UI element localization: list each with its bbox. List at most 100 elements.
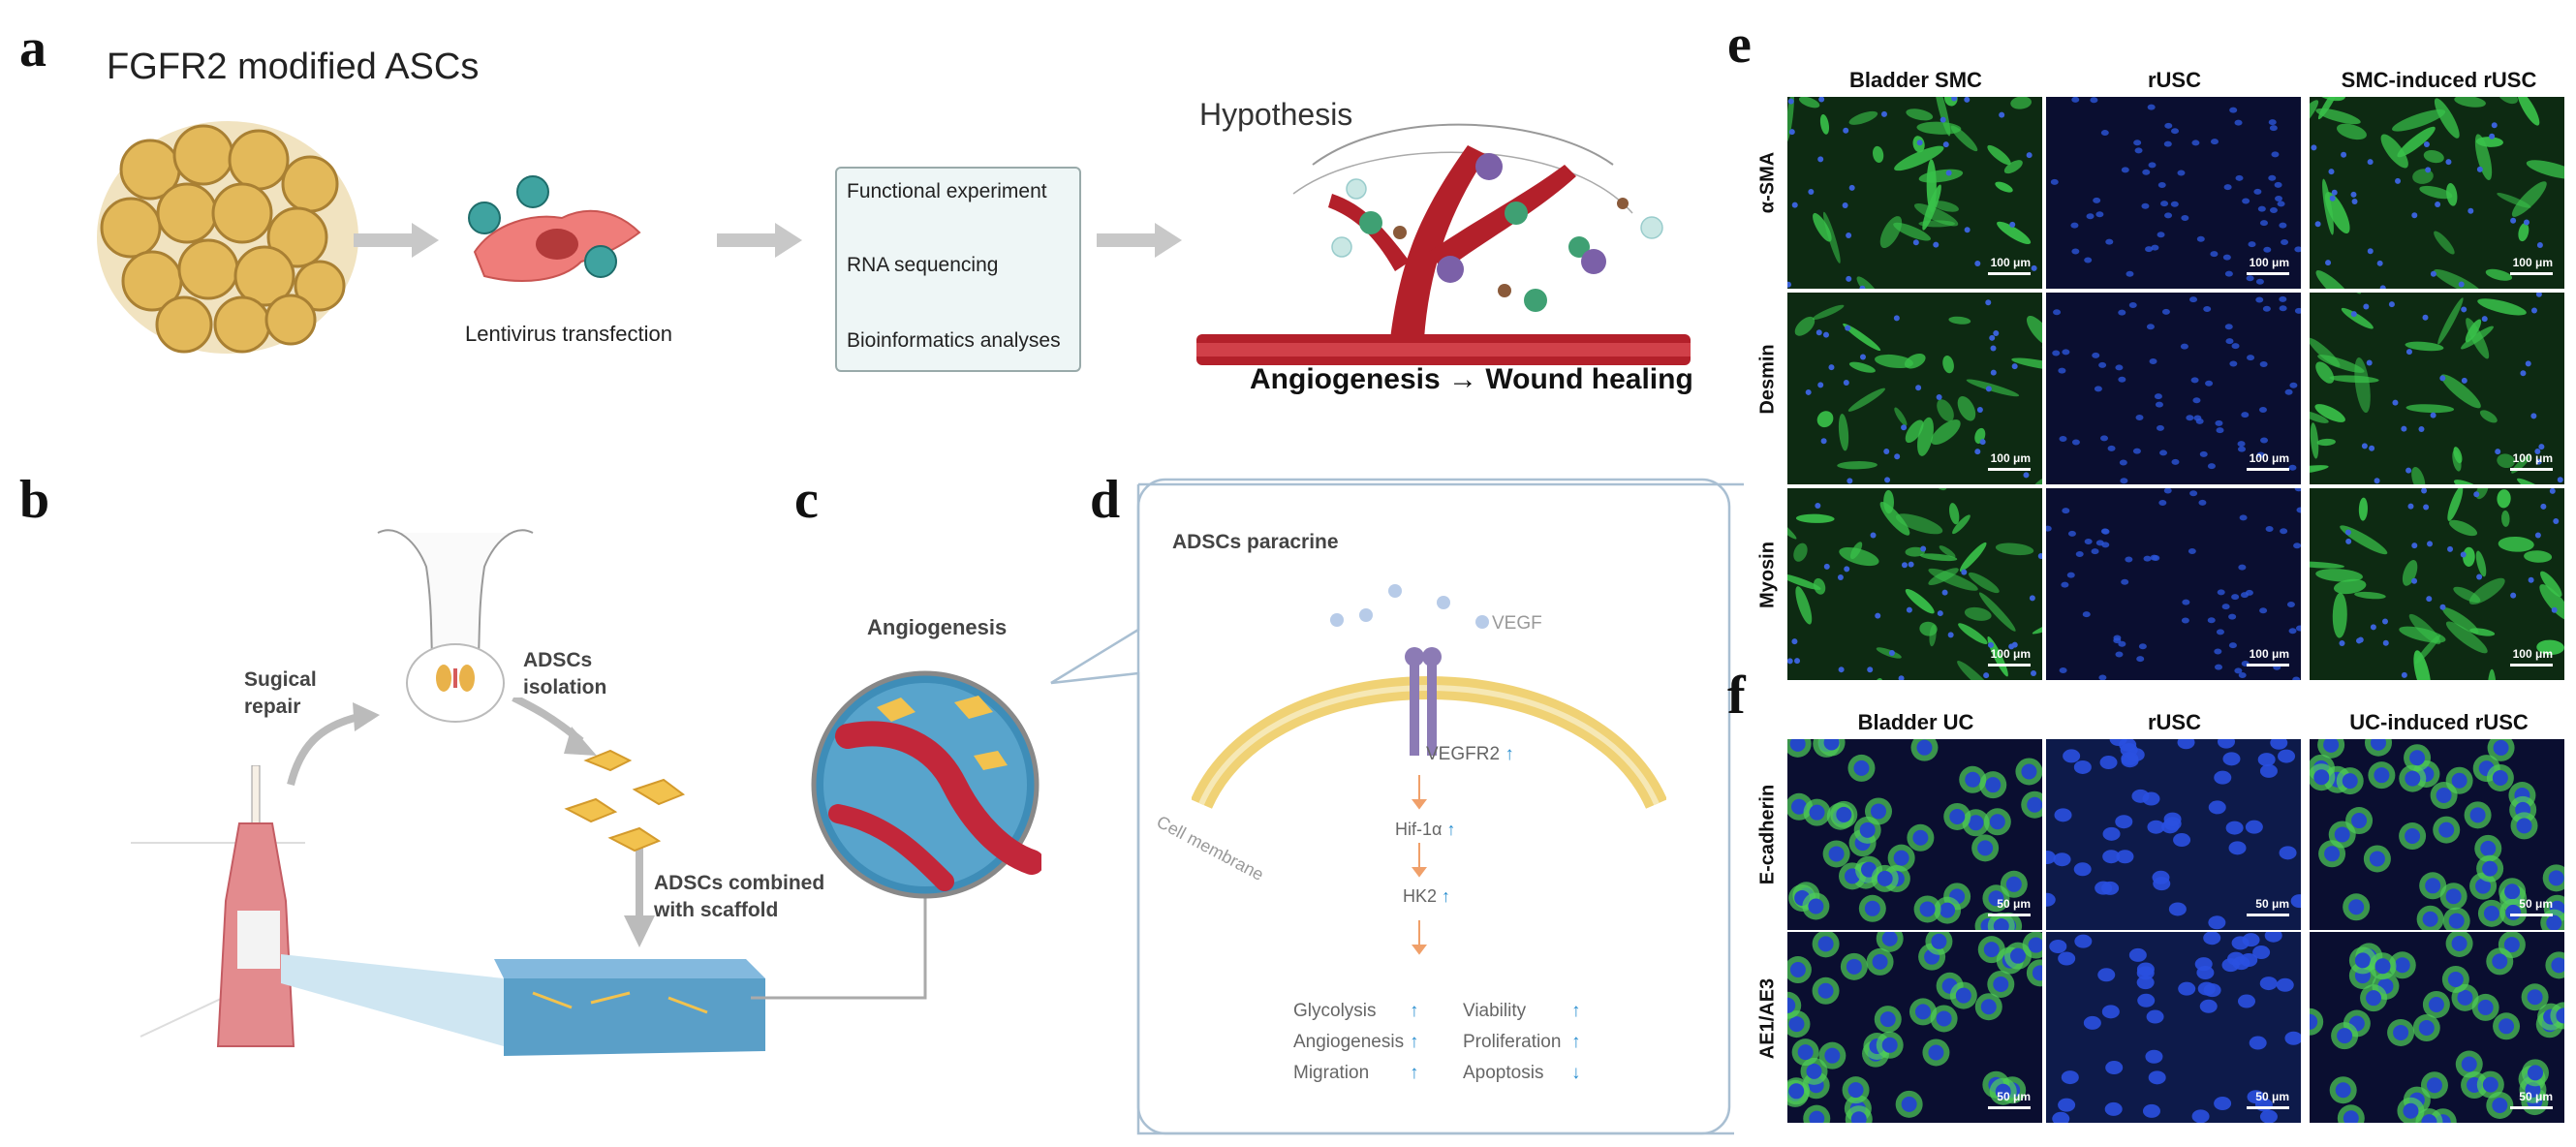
e-row-header-1: α-SMA (1756, 151, 1779, 214)
flow-arrow-1 (354, 223, 439, 258)
e-col-header-2: rUSC (2147, 68, 2201, 92)
panel-b-arrows (287, 698, 655, 947)
micrograph-e-r3-c1: 100 μm (1787, 488, 2042, 680)
scale-bar (2247, 272, 2289, 275)
e-col-header-3: SMC-induced rUSC (2341, 68, 2537, 92)
adipocyte-cluster-illustration (97, 121, 358, 354)
scale-label: 100 μm (2249, 647, 2289, 661)
scale-bar (2510, 664, 2553, 666)
micrograph-e-r1-c1: 100 μm (1787, 97, 2042, 289)
outcome-viability: Viability↑ (1463, 1001, 1581, 1021)
f-col-header-1: Bladder UC (1857, 710, 1974, 734)
scale-bar (2510, 1106, 2553, 1109)
combined-line-2: with scaffold (654, 899, 779, 921)
scale-label: 100 μm (1990, 256, 2031, 269)
scale-label: 50 μm (1997, 1090, 2031, 1103)
vegf-label: VEGF (1492, 613, 1542, 634)
micrograph-e-r2-c1: 100 μm (1787, 293, 2042, 484)
pathway-arrows (1412, 775, 1427, 955)
scale-bar (2510, 914, 2553, 916)
scale-label: 50 μm (1997, 897, 2031, 911)
lentivirus-cell-illustration (468, 175, 641, 282)
right-outcomes: Viability↑ Proliferation↑ Apoptosis↓ (1463, 996, 1581, 1089)
micrograph-e-r2-c2: 100 μm (2046, 293, 2301, 484)
left-outcomes: Glycolysis↑ Angiogenesis↑ Migration↑ (1293, 996, 1419, 1089)
micrograph-e-r3-c3: 100 μm (2310, 488, 2564, 680)
surgical-repair-label: Sugical repair (244, 666, 317, 721)
e-row-header-3: Myosin (1756, 542, 1779, 608)
outcome-migration: Migration↑ (1293, 1063, 1419, 1083)
rat-illustration (377, 529, 534, 723)
micrograph-e-r1-c2: 100 μm (2046, 97, 2301, 289)
hypothesis-label: Hypothesis (1199, 97, 1353, 132)
isolation-line-2: isolation (523, 676, 607, 698)
panel-label-b: b (19, 470, 50, 530)
scale-bar (1988, 664, 2031, 666)
scale-bar (1988, 914, 2031, 916)
hif-label: Hif-1α ↑ (1395, 820, 1455, 840)
surgical-repair-line-1: Sugical (244, 668, 317, 691)
experiment-box: Functional experiment RNA sequencing Bio… (835, 167, 1081, 372)
scale-label: 50 μm (2519, 897, 2553, 911)
wound-scaffold-illustration (131, 765, 306, 1047)
scale-label: 100 μm (1990, 451, 2031, 465)
e-col-header-1: Bladder SMC (1849, 68, 1982, 92)
vegfr2-label: VEGFR2 ↑ (1426, 744, 1514, 765)
scale-label: 100 μm (2249, 451, 2289, 465)
micrograph-e-r2-c3: 100 μm (2310, 293, 2564, 484)
panel-label-c: c (794, 470, 819, 530)
f-col-header-2: rUSC (2147, 710, 2201, 734)
panel-label-d: d (1090, 470, 1121, 530)
micrograph-f-r1-c3: 50 μm (2310, 739, 2564, 930)
scale-bar (1988, 1106, 2031, 1109)
scale-bar (1988, 468, 2031, 471)
micrograph-f-r1-c1: 50 μm (1787, 739, 2042, 930)
vegfr2-text: VEGFR2 (1426, 744, 1501, 764)
f-col-header-3: UC-induced rUSC (2349, 710, 2529, 734)
hk2-label: HK2 ↑ (1403, 886, 1450, 907)
scale-bar (2510, 272, 2553, 275)
panel-label-a: a (19, 18, 47, 78)
outcome-glycolysis: Glycolysis↑ (1293, 1001, 1419, 1021)
panel-c-title: Angiogenesis (867, 615, 1008, 639)
box-item-rna: RNA sequencing (847, 254, 999, 276)
micrograph-f-r2-c1: 50 μm (1787, 932, 2042, 1123)
scaffold-block-illustration (281, 954, 765, 1056)
connector-line (751, 872, 927, 1000)
lentivirus-label: Lentivirus transfection (465, 322, 672, 346)
panel-d-title: ADSCs paracrine (1172, 531, 1339, 553)
f-row-header-2: AE1/AE3 (1756, 977, 1779, 1060)
flow-arrow-2 (717, 223, 802, 258)
angiogenesis-circle-illustration (811, 670, 1041, 899)
scale-label: 100 μm (1990, 647, 2031, 661)
surgical-repair-line-2: repair (244, 696, 301, 718)
scale-label: 100 μm (2512, 647, 2553, 661)
scale-label: 100 μm (2512, 256, 2553, 269)
e-row-header-2: Desmin (1756, 344, 1779, 415)
scale-label: 100 μm (2249, 256, 2289, 269)
hk2-text: HK2 (1403, 886, 1438, 906)
hif-text: Hif-1α (1395, 820, 1443, 839)
panel-d-callout-frame (1050, 478, 1744, 1135)
combined-line-1: ADSCs combined (654, 872, 825, 894)
box-item-functional: Functional experiment (847, 180, 1047, 202)
f-row-header-1: E-cadherin (1756, 784, 1779, 885)
micrograph-f-r1-c2: 50 μm (2046, 739, 2301, 930)
outcome-proliferation: Proliferation↑ (1463, 1032, 1581, 1052)
scale-bar (2247, 1106, 2289, 1109)
isolation-line-1: ADSCs (523, 649, 593, 671)
micrograph-e-r1-c3: 100 μm (2310, 97, 2564, 289)
scale-bar (1988, 272, 2031, 275)
vegfr2-up-arrow: ↑ (1505, 744, 1514, 764)
outcome-angiogenesis: Angiogenesis↑ (1293, 1032, 1419, 1052)
scale-label: 50 μm (2519, 1090, 2553, 1103)
panel-label-f: f (1727, 666, 1746, 726)
outcome-apoptosis: Apoptosis↓ (1463, 1063, 1581, 1083)
isolation-label: ADSCs isolation (523, 647, 606, 701)
hif-up-arrow: ↑ (1446, 820, 1456, 839)
scale-label: 50 μm (2255, 897, 2289, 911)
panel-label-e: e (1727, 15, 1752, 75)
micrograph-f-r2-c2: 50 μm (2046, 932, 2301, 1123)
scale-bar (2510, 468, 2553, 471)
scale-label: 50 μm (2255, 1090, 2289, 1103)
